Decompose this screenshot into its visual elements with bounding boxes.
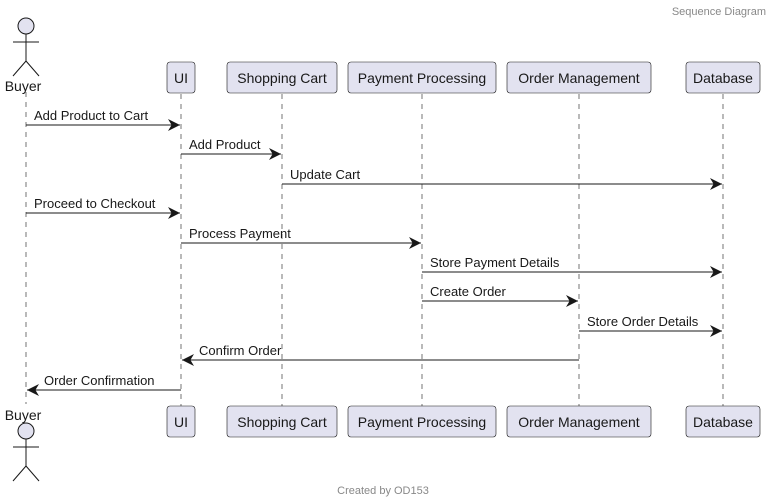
message-9: Confirm Order [182, 343, 579, 366]
lifelines [25, 92, 724, 406]
participant-label-ui-top: UI [174, 70, 188, 86]
participant-label-orders-bottom: Order Management [518, 414, 640, 430]
participant-box-cart-bottom: Shopping Cart [226, 405, 338, 438]
message-label: Create Order [430, 284, 507, 299]
participant-label-orders-top: Order Management [518, 70, 640, 86]
message-7: Create Order [422, 284, 578, 307]
participant-label-ui-bottom: UI [174, 414, 188, 430]
participant-box-orders-top: Order Management [506, 61, 652, 94]
participant-box-db-top: Database [685, 61, 761, 94]
participant-label-db-bottom: Database [693, 414, 753, 430]
actor-figure-buyer-top [12, 17, 40, 77]
participant-box-orders-bottom: Order Management [506, 405, 652, 438]
participant-label-buyer-top: Buyer [5, 78, 42, 94]
message-3: Update Cart [282, 167, 722, 190]
message-label: Proceed to Checkout [34, 196, 156, 211]
participant-box-db-bottom: Database [685, 405, 761, 438]
message-label: Process Payment [189, 226, 291, 241]
participant-label-cart-top: Shopping Cart [237, 70, 327, 86]
participant-box-ui-bottom: UI [166, 405, 196, 438]
participant-label-payment-top: Payment Processing [358, 70, 486, 86]
participant-box-payment-bottom: Payment Processing [347, 405, 497, 438]
participant-box-cart-top: Shopping Cart [226, 61, 338, 94]
message-label: Confirm Order [199, 343, 282, 358]
message-1: Add Product to Cart [26, 108, 180, 131]
actor-figure-buyer-bottom [12, 422, 40, 482]
message-label: Add Product [189, 137, 261, 152]
participant-label-payment-bottom: Payment Processing [358, 414, 486, 430]
message-6: Store Payment Details [422, 255, 722, 278]
participant-box-payment-top: Payment Processing [347, 61, 497, 94]
message-4: Proceed to Checkout [26, 196, 180, 219]
message-label: Store Payment Details [430, 255, 560, 270]
message-label: Store Order Details [587, 314, 699, 329]
message-label: Order Confirmation [44, 373, 155, 388]
participant-label-buyer-bottom: Buyer [5, 407, 42, 423]
message-label: Add Product to Cart [34, 108, 149, 123]
diagram-footer-caption: Created by OD153 [337, 485, 429, 497]
diagram-header-caption: Sequence Diagram [672, 6, 766, 18]
message-10: Order Confirmation [27, 373, 181, 396]
participants-bottom: Buyer UI Shopping Cart Payment Processing Or… [5, 405, 761, 482]
message-8: Store Order Details [579, 314, 722, 337]
participant-box-ui-top: UI [166, 61, 196, 94]
message-2: Add Product [181, 137, 281, 160]
message-label: Update Cart [290, 167, 360, 182]
message-5: Process Payment [181, 226, 421, 249]
participant-label-cart-bottom: Shopping Cart [237, 414, 327, 430]
participants-top: Buyer UI Shopping Cart Payment Processing Or… [5, 17, 761, 94]
participant-label-db-top: Database [693, 70, 753, 86]
